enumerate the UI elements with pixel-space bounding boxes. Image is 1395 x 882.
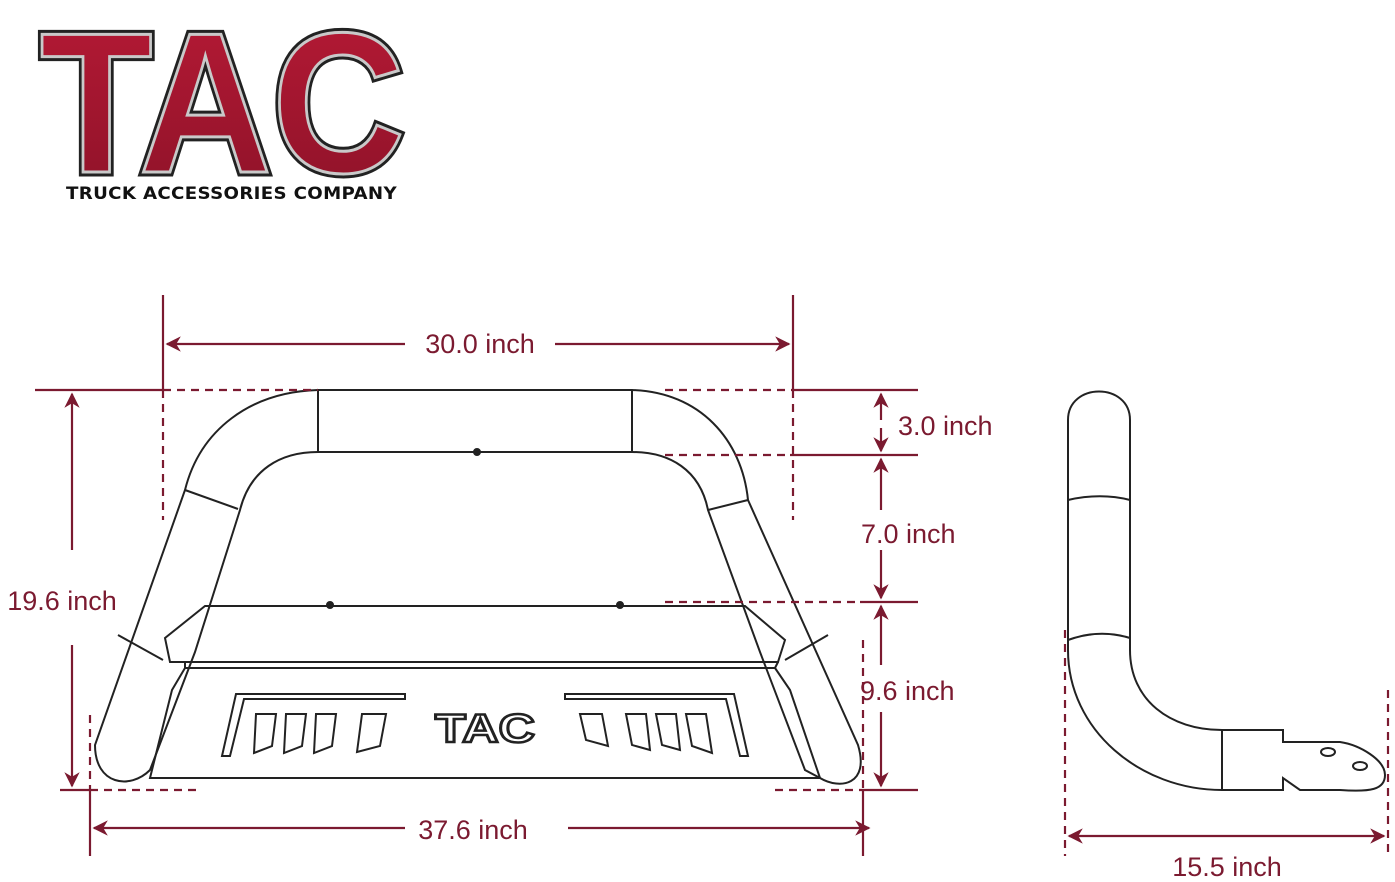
dimension-lines	[35, 295, 1390, 856]
dimension-labels: 30.0 inch 3.0 inch 7.0 inch 9.6 inch 19.…	[7, 329, 1282, 882]
plate-logo: TAC	[435, 707, 535, 751]
bottom-width-label: 37.6 inch	[418, 815, 528, 845]
lower-section-label: 9.6 inch	[860, 676, 955, 706]
logo-letters: TAC	[40, 0, 405, 215]
depth-label: 15.5 inch	[1172, 852, 1282, 882]
tube-height-label: 3.0 inch	[898, 411, 993, 441]
logo-letters-outline: TAC	[40, 0, 405, 215]
total-height-label: 19.6 inch	[7, 586, 117, 616]
side-view-drawing	[1067, 390, 1387, 792]
tac-logo: TAC TAC TRUCK ACCESSORIES COMPANY	[36, 0, 410, 220]
logo-tagline: TRUCK ACCESSORIES COMPANY	[66, 184, 398, 203]
upper-opening-label: 7.0 inch	[861, 519, 956, 549]
front-view-drawing	[93, 389, 862, 785]
top-width-label: 30.0 inch	[425, 329, 535, 359]
